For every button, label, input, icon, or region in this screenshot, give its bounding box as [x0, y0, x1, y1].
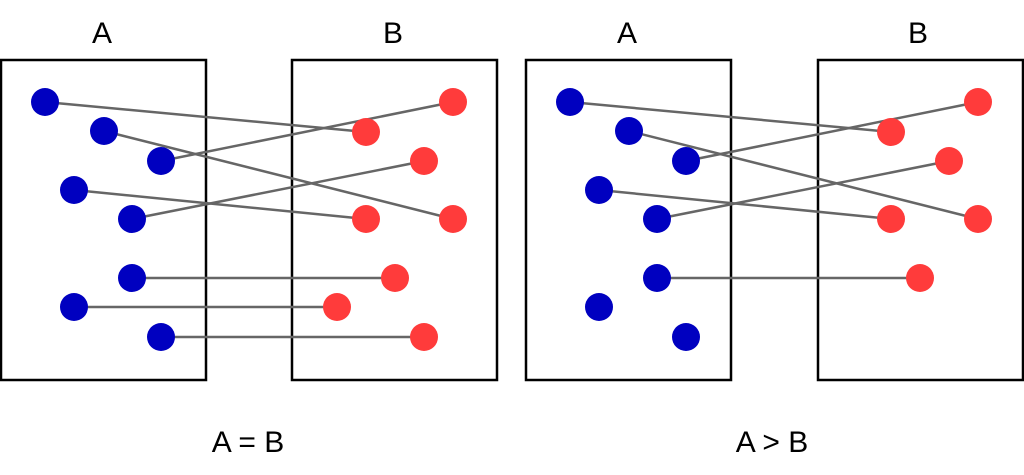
- set-a-dot: [147, 323, 175, 351]
- set-b-dot: [323, 293, 351, 321]
- set-b-dots: [323, 88, 467, 351]
- set-b-dot: [877, 118, 905, 146]
- mapping-lines: [569, 100, 979, 280]
- mapping-line: [73, 188, 367, 221]
- set-b-box: [290, 58, 499, 382]
- mapping-line: [598, 188, 892, 221]
- set-a-dot: [90, 117, 118, 145]
- set-b-dot: [381, 264, 409, 292]
- mapping-line: [656, 159, 950, 221]
- set-b-box: [816, 58, 1024, 382]
- set-b-dots: [877, 88, 992, 292]
- set-a-dots: [556, 88, 700, 351]
- set-a-dot: [31, 88, 59, 116]
- set-b-dot: [352, 205, 380, 233]
- set-b-dot: [935, 147, 963, 175]
- set-b-dot: [352, 118, 380, 146]
- set-a-dot: [147, 147, 175, 175]
- set-a-dot: [60, 293, 88, 321]
- set-b-dot: [964, 205, 992, 233]
- set-a-label: A: [617, 17, 637, 50]
- mapping-line: [103, 129, 454, 221]
- mapping-line: [44, 100, 367, 134]
- set-a-dots: [31, 88, 175, 351]
- set-b-dot: [410, 147, 438, 175]
- set-a-dot: [118, 264, 146, 292]
- set-a-box: [0, 58, 208, 382]
- set-a-dot: [643, 205, 671, 233]
- set-a-dot: [556, 88, 584, 116]
- set-b-dot: [439, 205, 467, 233]
- set-b-dot: [439, 88, 467, 116]
- mapping-lines: [44, 100, 454, 339]
- panel-caption: A = B: [212, 426, 285, 459]
- set-a-label: A: [92, 17, 112, 50]
- set-b-label: B: [908, 17, 928, 50]
- set-b-label: B: [383, 17, 403, 50]
- mapping-line: [160, 100, 454, 163]
- set-a-dot: [672, 147, 700, 175]
- panel-caption: A > B: [736, 426, 809, 459]
- set-a-dot: [643, 264, 671, 292]
- mapping-line: [569, 100, 892, 134]
- mapping-line: [685, 100, 979, 163]
- set-a-box: [524, 58, 733, 382]
- set-b-dot: [906, 264, 934, 292]
- mapping-line: [628, 129, 979, 221]
- set-b-dot: [410, 323, 438, 351]
- set-a-dot: [60, 176, 88, 204]
- mapping-line: [131, 159, 425, 221]
- set-a-dot: [585, 176, 613, 204]
- set-a-dot: [615, 117, 643, 145]
- set-b-dot: [964, 88, 992, 116]
- set-b-dot: [877, 205, 905, 233]
- set-a-dot: [118, 205, 146, 233]
- panel-equal: A B A = B: [0, 17, 499, 459]
- set-a-dot: [585, 293, 613, 321]
- set-a-dot: [672, 323, 700, 351]
- panel-greater: A B A > B: [524, 17, 1024, 459]
